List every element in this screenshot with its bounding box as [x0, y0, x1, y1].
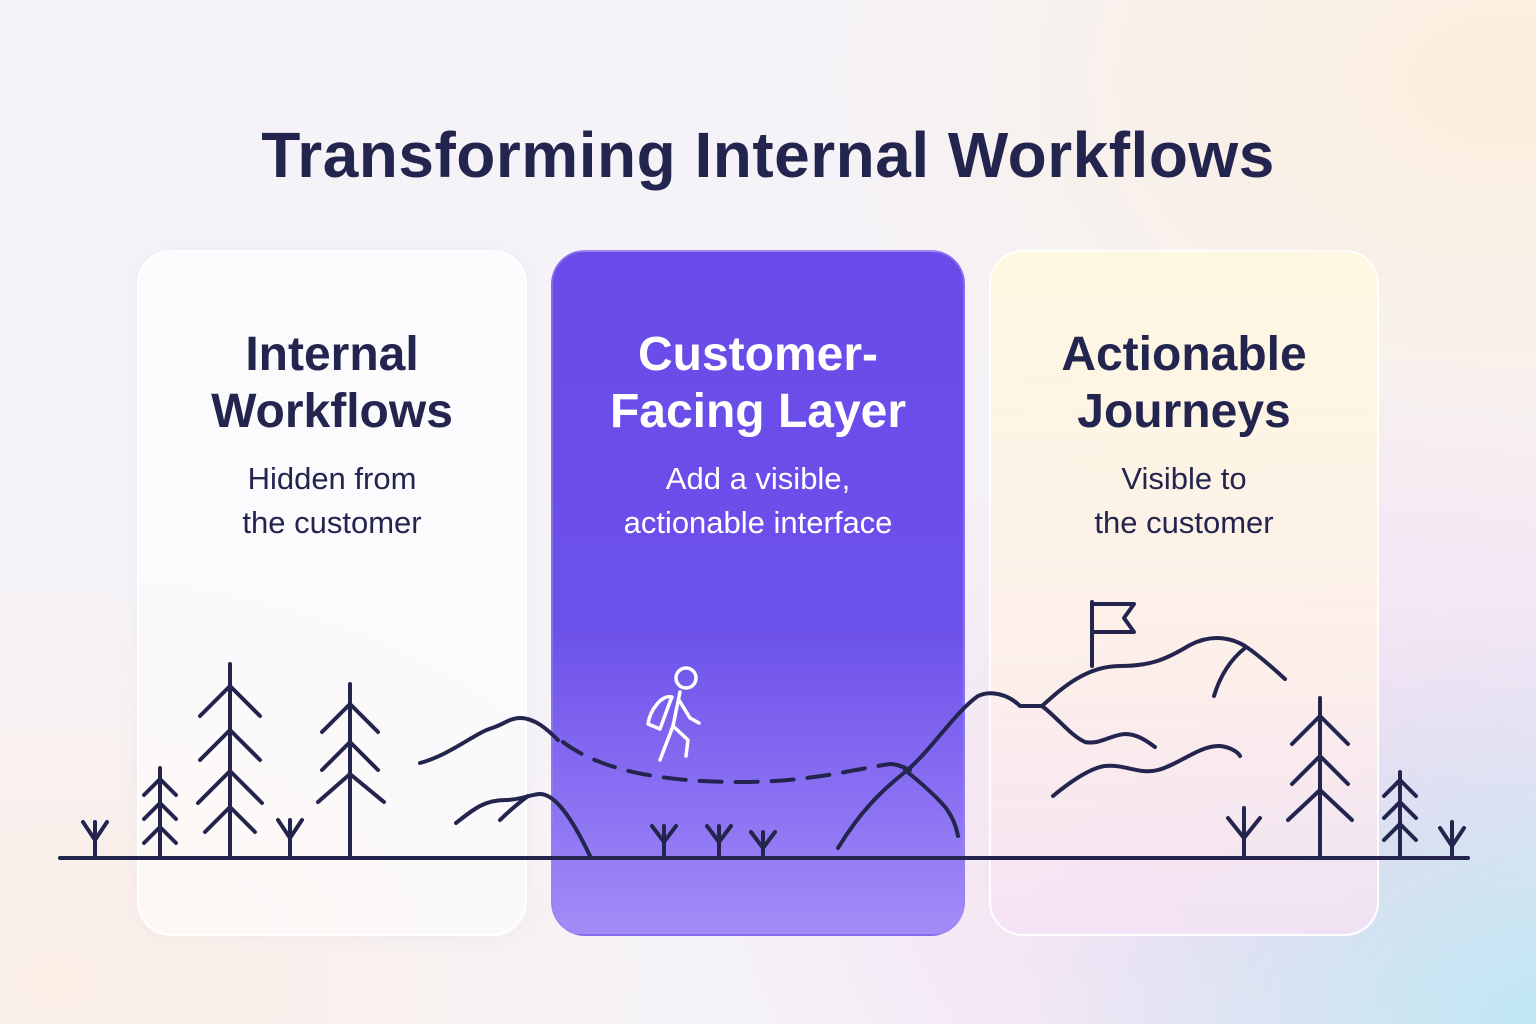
card-title: Customer- Facing Layer	[609, 328, 907, 438]
card-actionable-journeys: Actionable Journeys Visible to the custo…	[989, 250, 1379, 936]
page-title: Transforming Internal Workflows	[261, 119, 1275, 191]
sprout-icon	[1438, 820, 1466, 858]
card-subtitle: Hidden from the customer	[242, 461, 422, 540]
card-title: Internal Workflows	[211, 328, 453, 438]
pine-tree-icon	[1382, 770, 1418, 858]
card-customer-facing-layer: Customer- Facing Layer Add a visible, ac…	[551, 250, 965, 936]
sprout-icon	[81, 820, 109, 858]
card-internal-workflows: Internal Workflows Hidden from the custo…	[137, 250, 527, 936]
card-subtitle: Visible to the customer	[1094, 461, 1274, 540]
card-subtitle: Add a visible, actionable interface	[623, 461, 893, 540]
card-title: Actionable Journeys	[1061, 328, 1307, 438]
